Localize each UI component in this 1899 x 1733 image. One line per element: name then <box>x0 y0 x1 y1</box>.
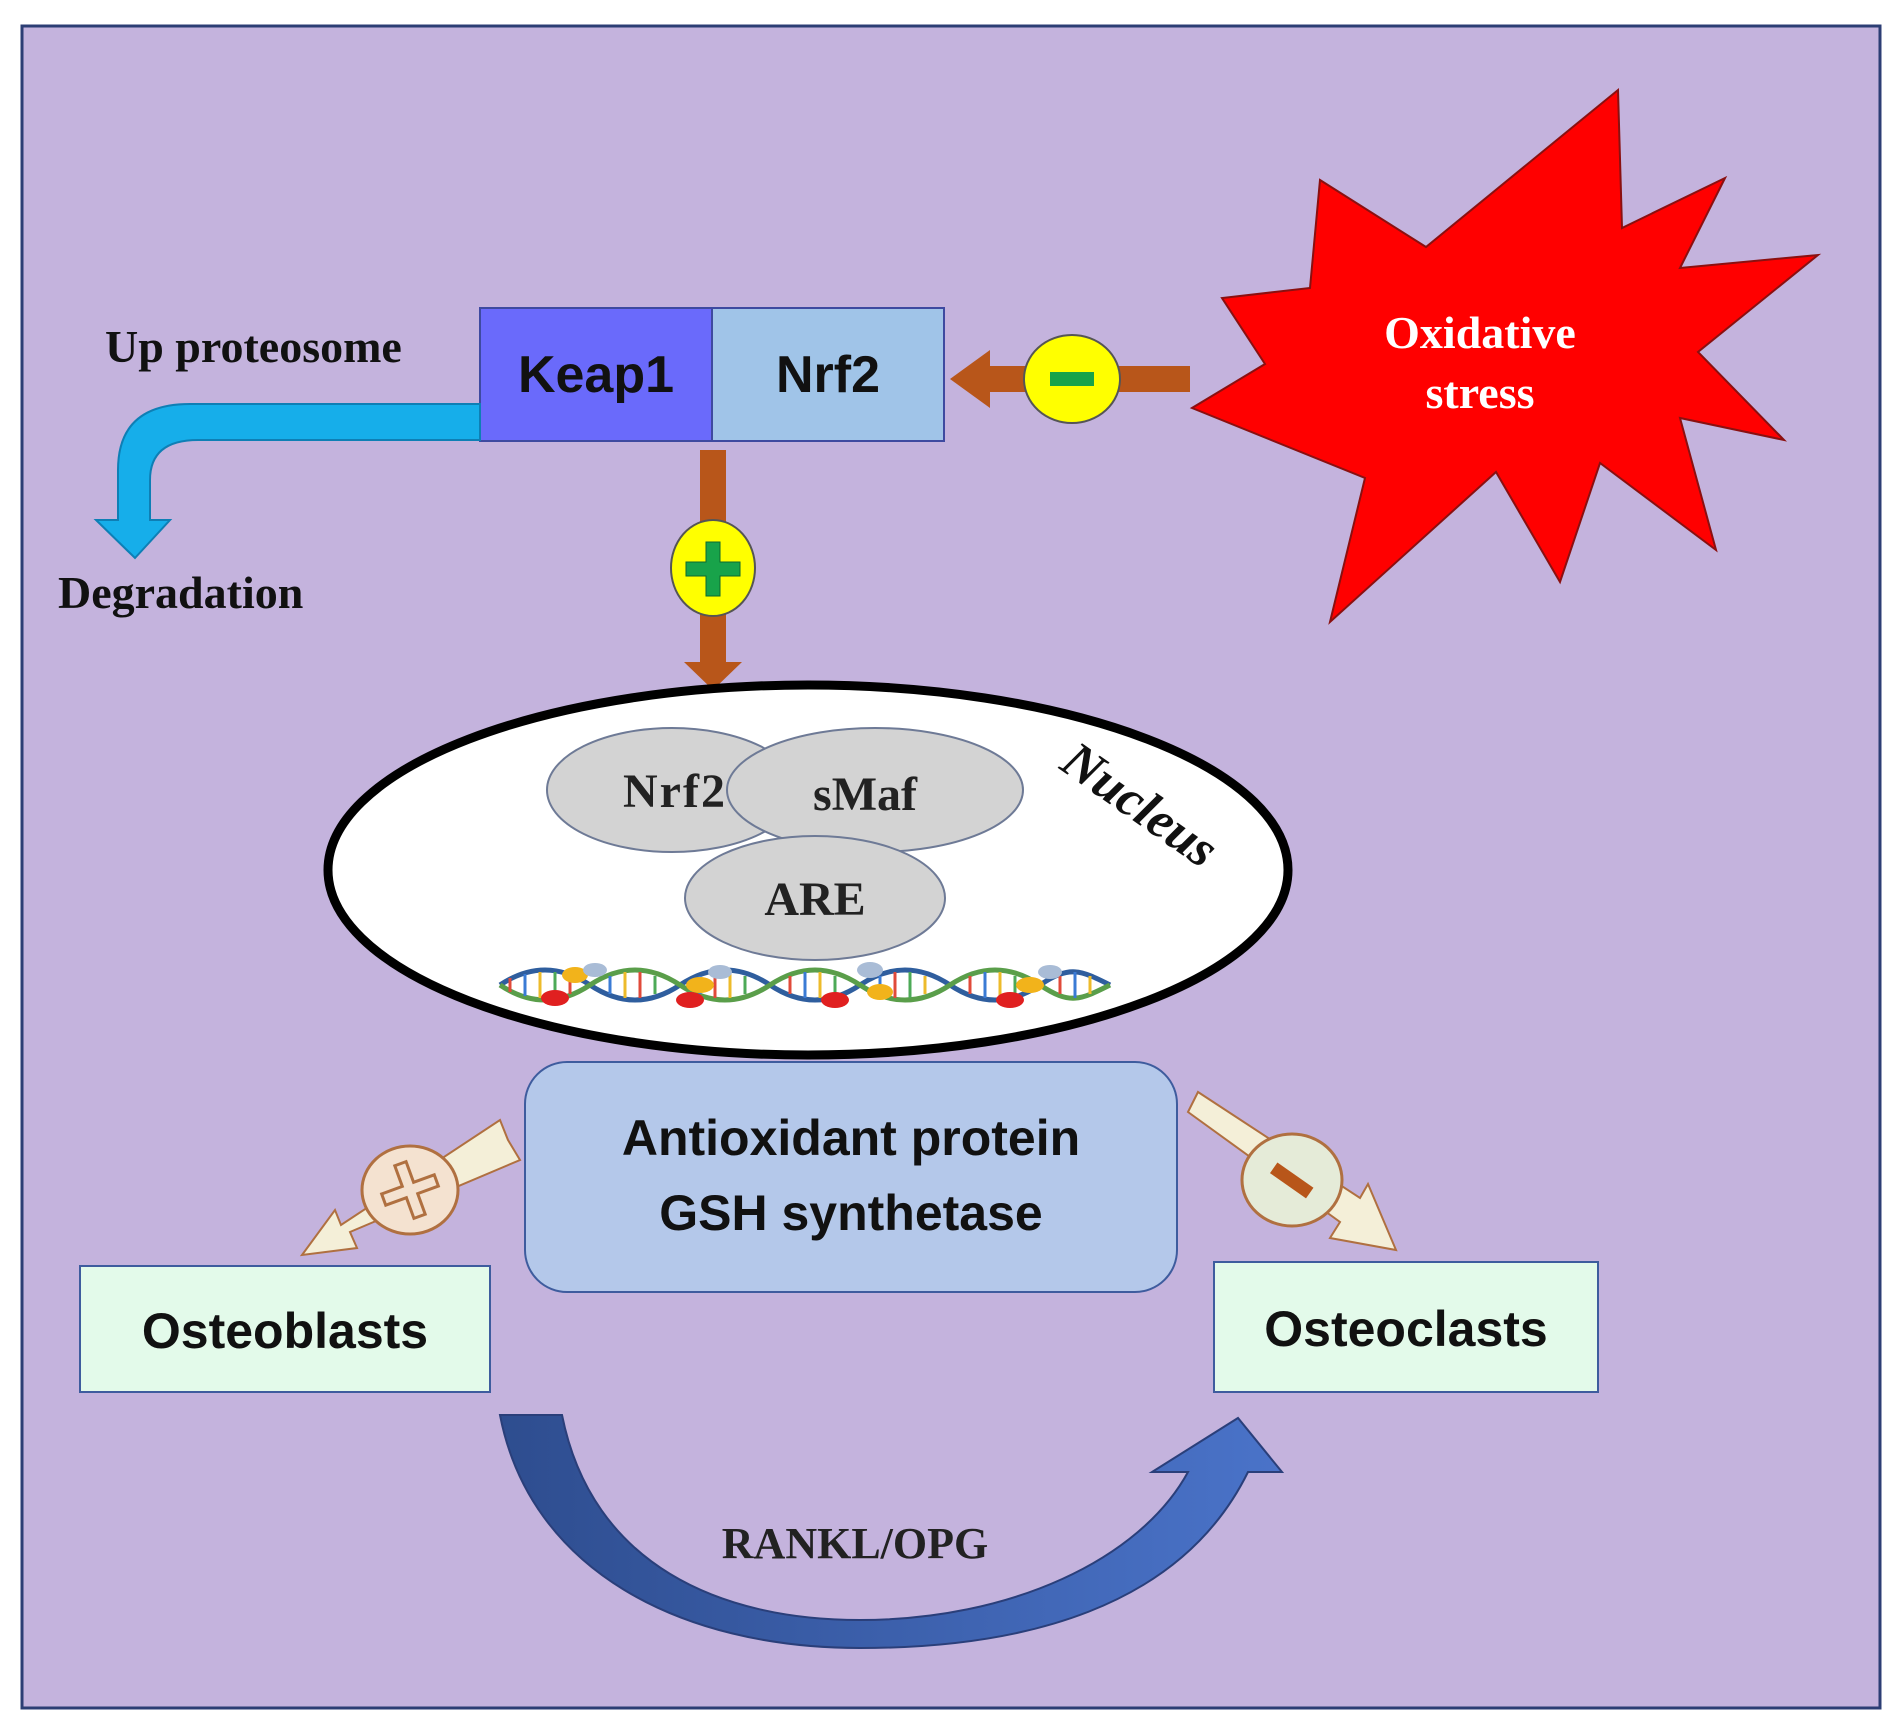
osteoblasts-label: Osteoblasts <box>142 1303 428 1359</box>
nrf2-box-label: Nrf2 <box>776 346 880 404</box>
antioxidant-label-line1: Antioxidant protein <box>622 1110 1080 1166</box>
osteoblasts-box: Osteoblasts <box>79 1265 491 1393</box>
rankl-opg-label: RANKL/OPG <box>722 1519 988 1568</box>
vertical-arrow-head <box>684 662 742 690</box>
star-shape <box>1189 87 1822 625</box>
osteoclasts-label: Osteoclasts <box>1264 1301 1547 1357</box>
antioxidant-label-line2: GSH synthetase <box>659 1185 1042 1241</box>
degradation-arrow <box>93 403 481 560</box>
keap1-nrf2-complex: Keap1 Nrf2 <box>479 307 945 442</box>
osteoblast-promote-arrow <box>299 1118 522 1257</box>
osteoblast-plus-icon <box>379 1159 441 1221</box>
keap1-label: Keap1 <box>518 346 674 404</box>
osteoclast-minus-icon <box>1269 1162 1314 1199</box>
brown-arrow-head <box>950 350 990 408</box>
osteoclasts-rect <box>1213 1261 1599 1393</box>
smaf-label: sMaf <box>813 768 918 821</box>
nrf2-activation-arrow <box>670 450 756 690</box>
minus-icon <box>1050 372 1094 386</box>
oxidative-label-line2: stress <box>1425 367 1534 418</box>
are-label: ARE <box>764 873 865 926</box>
are-oval <box>684 835 946 961</box>
plus-icon <box>685 541 741 597</box>
degradation-label: Degradation <box>58 567 303 618</box>
oxidative-stress-star: Oxidative stress <box>1189 87 1822 625</box>
osteoblasts-rect <box>79 1265 491 1393</box>
oxidative-label-line1: Oxidative <box>1384 307 1576 358</box>
oxidative-inhibit-arrow <box>950 334 1190 424</box>
up-proteosome-label: Up proteosome <box>105 321 402 372</box>
antioxidant-box: Antioxidant protein GSH synthetase <box>524 1061 1178 1293</box>
nucleus: Nrf2 sMaf ARE Nucleus <box>323 680 1293 1060</box>
keap1-box <box>479 307 713 442</box>
nrf2-oval-label: Nrf2 <box>623 765 727 818</box>
dna-helix-icon <box>498 962 1112 1008</box>
antioxidant-rect <box>524 1061 1178 1293</box>
osteoclast-inhibit-arrow <box>1186 1090 1398 1252</box>
nrf2-box <box>711 307 945 442</box>
osteoclasts-box: Osteoclasts <box>1213 1261 1599 1393</box>
rankl-opg-curved-arrow <box>498 1414 1285 1650</box>
